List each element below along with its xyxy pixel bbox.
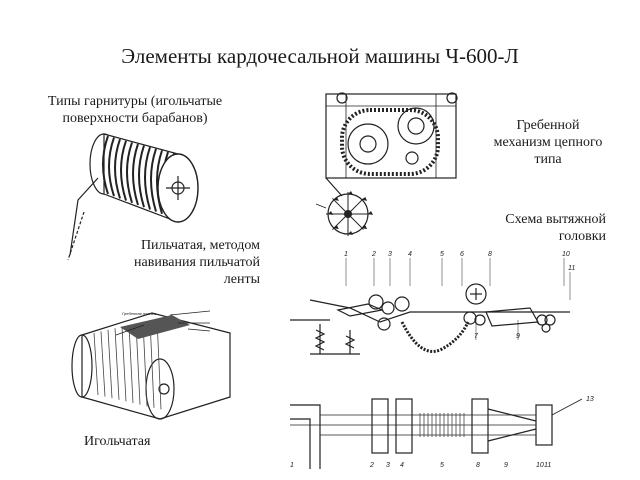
plan-callout-4: 4 <box>400 462 404 469</box>
saw-tooth-drum-illustration <box>67 133 199 261</box>
plan-callout-2: 2 <box>369 462 374 469</box>
plan-callout-9: 9 <box>504 462 508 469</box>
drafting-callout-8: 8 <box>488 251 492 258</box>
caption-drafting-head: Схема вытяжной головки <box>505 212 606 244</box>
plan-callout-8: 8 <box>476 462 480 469</box>
plan-callout-10: 10 <box>536 462 544 469</box>
plan-callout-3: 3 <box>386 462 390 469</box>
drafting-callout-7: 7 <box>474 333 479 340</box>
caption-comb-mechanism: Гребенной механизм цепного типа <box>493 118 603 167</box>
svg-text:Гребенная планка: Гребенная планка <box>122 311 157 316</box>
drafting-callout-2: 2 <box>371 251 376 258</box>
drafting-callout-11: 11 <box>568 265 575 272</box>
drafting-callout-3: 3 <box>388 251 392 258</box>
comb-mechanism-illustration <box>315 92 458 236</box>
drafting-callout-6: 6 <box>460 251 464 258</box>
caption-saw-tooth: Пильчатая, методом навивания пильчатой л… <box>134 238 260 287</box>
slide-title: Элементы кардочесальной машины Ч-600-Л <box>121 44 519 68</box>
drafting-callout-10: 10 <box>562 251 570 258</box>
drafting-callout-1: 1 <box>344 251 348 258</box>
caption-needle: Игольчатая <box>84 434 151 449</box>
plan-callout-5: 5 <box>440 462 444 469</box>
plan-callout-11: 11 <box>544 462 551 469</box>
svg-text:13: 13 <box>586 396 594 403</box>
drafting-callout-4: 4 <box>408 251 412 258</box>
drafting-callout-5: 5 <box>440 251 444 258</box>
caption-clothing-types: Типы гарнитуры (игольчатые поверхности б… <box>47 94 223 126</box>
needle-drum-illustration: Гребенная планка <box>71 310 231 420</box>
plan-callout-1: 1 <box>290 462 294 469</box>
drafting-head-schematic: 1234567891011 <box>290 251 575 355</box>
